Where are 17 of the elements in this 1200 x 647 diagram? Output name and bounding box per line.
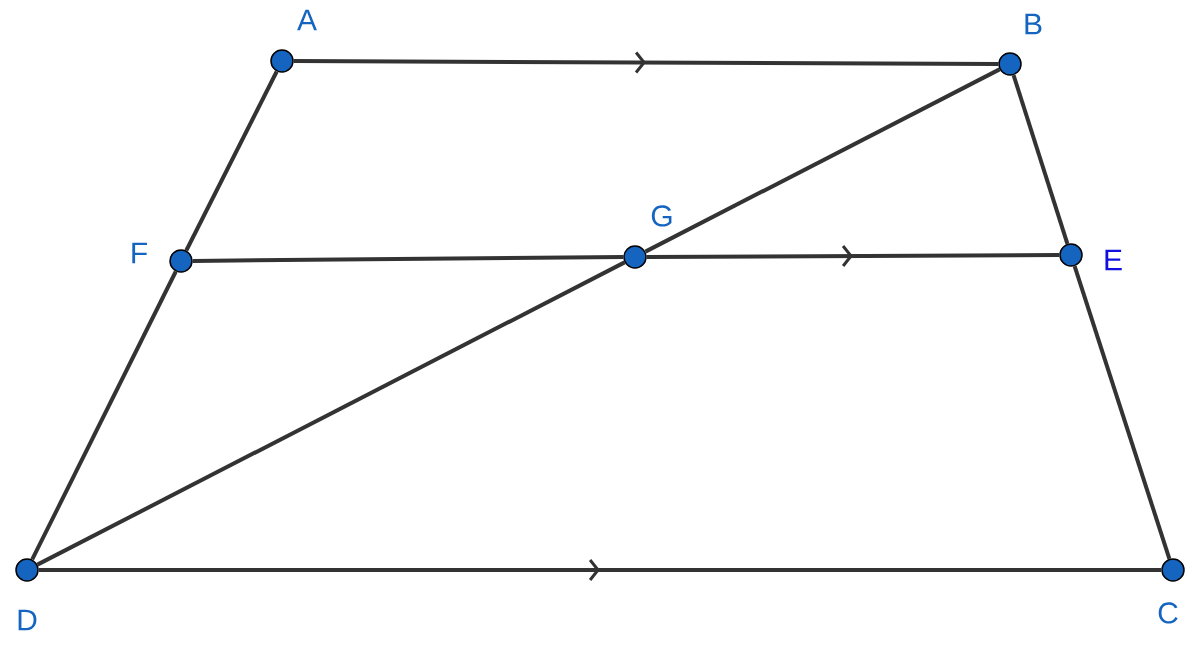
line-segment: [30, 270, 178, 561]
line-segment: [293, 51, 999, 74]
point-label: A: [297, 9, 317, 31]
line-segment: [1011, 74, 1070, 245]
point-label: E: [1105, 249, 1122, 271]
line-segment: [644, 67, 1001, 254]
point-label: D: [18, 609, 37, 631]
point-label: C: [1158, 602, 1178, 624]
line-segment: [1072, 265, 1172, 560]
point-label: B: [1025, 13, 1042, 35]
line-segment: [184, 70, 279, 252]
point-label: F: [132, 242, 147, 264]
line-segment: [192, 255, 624, 263]
line-segment: [36, 260, 626, 567]
line-segment: [646, 245, 1060, 267]
line-segment: [38, 559, 1162, 581]
point-label: G: [651, 205, 672, 227]
